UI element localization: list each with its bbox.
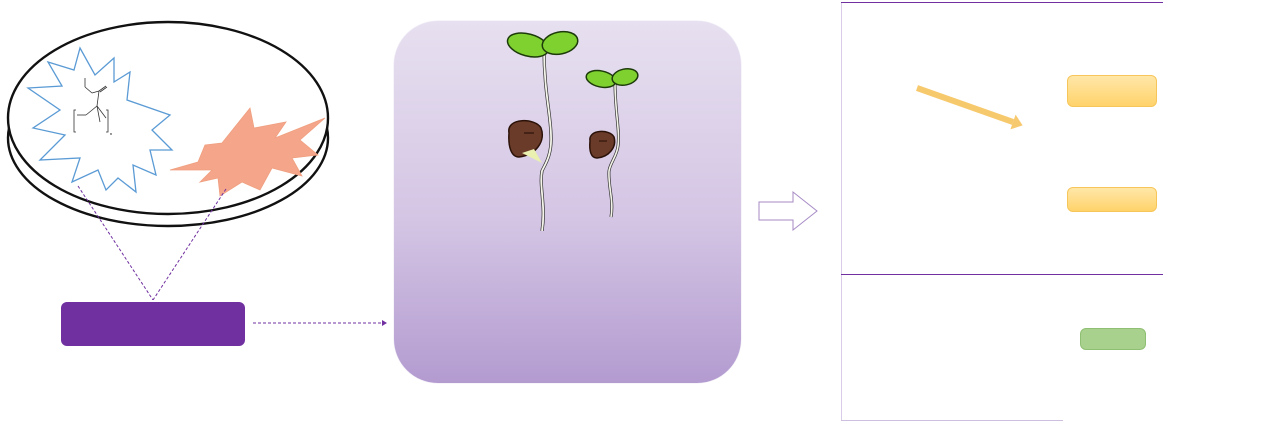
tall-seedling-icon <box>506 30 579 231</box>
results-figure-frame <box>841 2 1164 420</box>
petri-dish-illustration: n <box>6 20 330 300</box>
dashed-arrow <box>253 320 387 326</box>
divider-top <box>841 2 1163 3</box>
root-length-tag <box>1067 187 1157 212</box>
divider-bottom <box>841 420 1063 421</box>
seedlings-illustration <box>506 30 639 231</box>
trend-arrowhead-icon <box>1010 114 1023 130</box>
trend-arrow <box>915 85 1015 125</box>
synergistic-toxicity-box <box>61 302 245 346</box>
divider-middle <box>841 274 1163 275</box>
pmma-structure-icon <box>73 78 109 133</box>
arsenate-starburst <box>169 107 326 197</box>
charts-container <box>915 85 1023 130</box>
pmma-subscript-n: n <box>110 131 112 136</box>
germination-index-tag <box>1067 75 1157 107</box>
short-seedling-icon <box>585 67 639 218</box>
hollow-right-arrow-icon <box>758 190 818 232</box>
arrowhead-icon <box>382 320 387 326</box>
connector-arsenate <box>152 188 227 300</box>
as-content-tag <box>1080 328 1146 350</box>
connector-pmma <box>77 185 154 300</box>
findings-panel <box>394 21 741 383</box>
